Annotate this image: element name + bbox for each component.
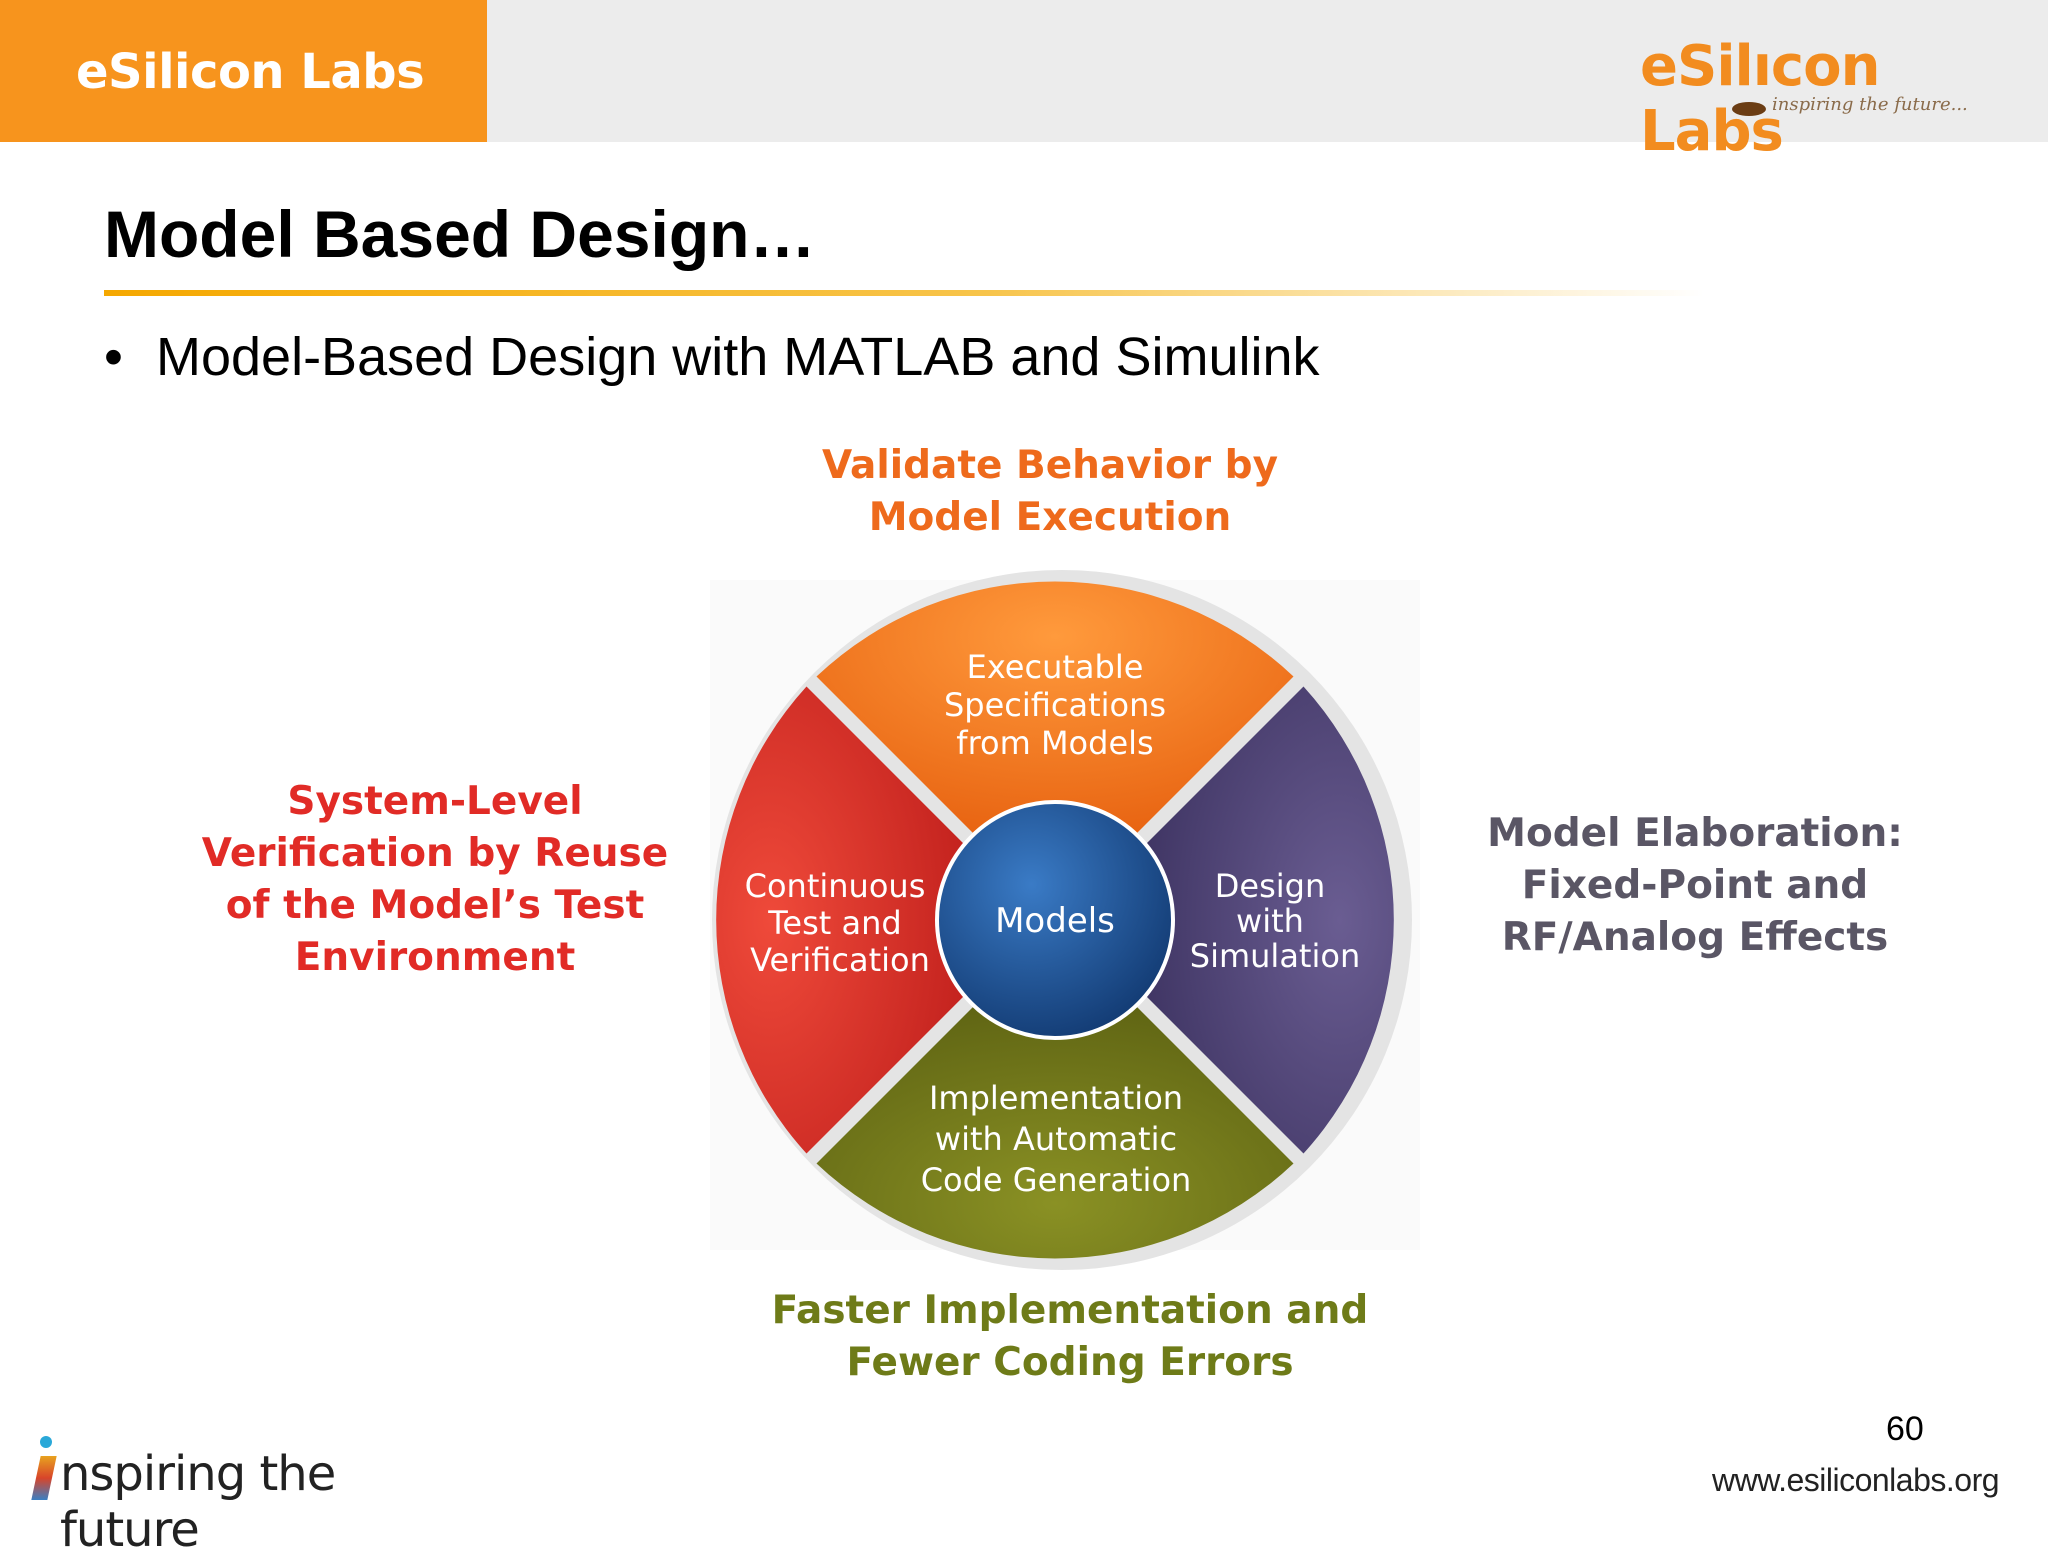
segment-left-line: Verification <box>750 941 930 979</box>
callout-right-line: Model Elaboration: <box>1487 811 1903 856</box>
callout-bottom-line: Faster Implementation and <box>771 1288 1369 1333</box>
callout-top-line: Validate Behavior by <box>821 443 1278 488</box>
callout-top: Validate Behavior by Model Execution <box>760 440 1340 544</box>
i-dot-icon <box>40 1436 52 1448</box>
segment-bottom-shape <box>816 983 1294 1259</box>
logo-text: eSilıcon Labs <box>1640 34 1880 164</box>
esilicon-logo: eSilıcon Labs inspiring the future... <box>1640 34 2010 164</box>
callout-left-line: System-Level <box>287 779 583 824</box>
callout-left-line: Environment <box>294 935 576 980</box>
segment-left-line: Continuous <box>745 867 926 905</box>
callout-bottom: Faster Implementation and Fewer Coding E… <box>720 1285 1420 1389</box>
segment-right-line: with <box>1236 902 1304 940</box>
footer-tagline-logo: nspiring the future <box>30 1428 450 1558</box>
callout-left-line: Verification by Reuse <box>201 831 669 876</box>
callout-right: Model Elaboration: Fixed-Point and RF/An… <box>1445 808 1945 964</box>
page-number: 60 <box>1886 1410 1924 1448</box>
segment-top-shape <box>816 581 1294 857</box>
segment-right-line: Simulation <box>1190 937 1360 975</box>
model-based-design-wheel: Models Executable Specifications from Mo… <box>712 570 1412 1270</box>
segment-bottom-line: Implementation <box>929 1079 1183 1117</box>
i-stem-icon <box>31 1456 57 1500</box>
callout-right-line: RF/Analog Effects <box>1501 915 1889 960</box>
callout-left: System-Level Verification by Reuse of th… <box>175 776 695 984</box>
segment-top-line: Specifications <box>944 686 1166 724</box>
brand-tab: eSilicon Labs <box>0 0 487 142</box>
logo-tagline: inspiring the future... <box>1772 94 1968 115</box>
segment-left-shape <box>716 686 987 1154</box>
bullet-icon: • <box>104 327 123 387</box>
seed-icon <box>1732 102 1766 116</box>
bullet-text: Model-Based Design with MATLAB and Simul… <box>156 327 1320 387</box>
segment-right-line: Design <box>1215 867 1325 905</box>
page-title: Model Based Design… <box>104 197 816 271</box>
segment-right-shape <box>1123 686 1394 1154</box>
center-hub <box>935 800 1175 1040</box>
footer-tagline: nspiring the future <box>60 1446 336 1558</box>
segment-left-line: Test and <box>767 904 901 942</box>
callout-left-line: of the Model’s Test <box>225 883 645 928</box>
segment-bottom-line: Code Generation <box>921 1161 1192 1199</box>
segment-bottom-line: with Automatic <box>935 1120 1177 1158</box>
center-label: Models <box>995 901 1115 941</box>
footer-url: www.esiliconlabs.org <box>1712 1462 2000 1498</box>
segment-top-line: Executable <box>967 648 1144 686</box>
brand-tab-label: eSilicon Labs <box>76 44 425 100</box>
callout-right-line: Fixed-Point and <box>1521 863 1869 908</box>
callout-bottom-line: Fewer Coding Errors <box>846 1340 1294 1385</box>
bullet-item: • Model-Based Design with MATLAB and Simu… <box>104 326 1320 388</box>
callout-top-line: Model Execution <box>868 495 1232 540</box>
segment-top-line: from Models <box>956 724 1153 762</box>
title-underline <box>104 290 1704 296</box>
